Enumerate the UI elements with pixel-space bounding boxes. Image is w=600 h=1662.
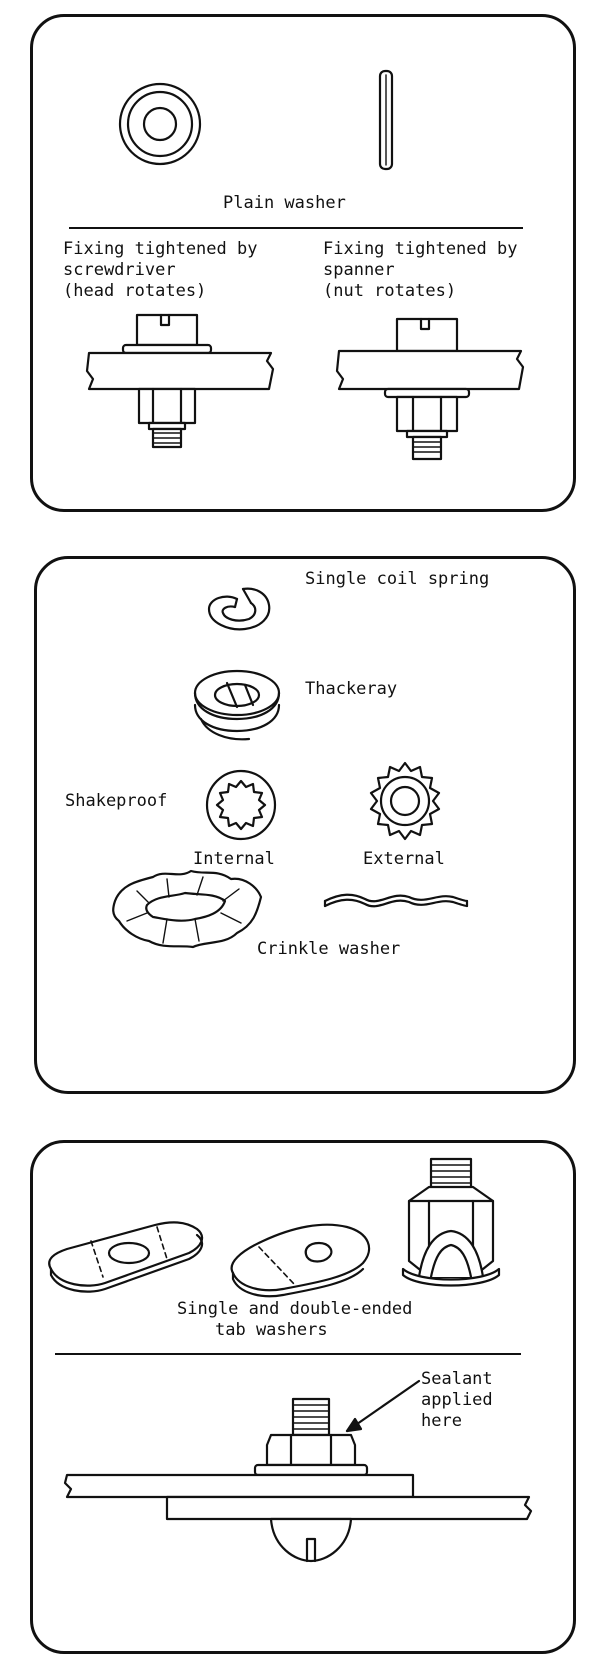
crinkle-washer-face-illustration bbox=[112, 869, 263, 949]
tab-washers-caption-line1: Single and double-ended bbox=[177, 1299, 413, 1319]
spanner-caption-line1: Fixing tightened by bbox=[323, 239, 518, 259]
sealant-label-line2: applied bbox=[421, 1390, 493, 1410]
screwdriver-caption-line3: (head rotates) bbox=[63, 281, 207, 301]
tab-washers-caption-line2: tab washers bbox=[215, 1320, 328, 1340]
tab-washer-with-nut-illustration bbox=[401, 1157, 501, 1287]
spanner-fixing-illustration bbox=[335, 317, 525, 461]
thackeray-washer-illustration bbox=[193, 669, 281, 741]
tab-washer-panel: Single and double-ended tab washers Seal… bbox=[30, 1140, 576, 1654]
single-coil-label: Single coil spring bbox=[305, 569, 490, 589]
panel1-divider bbox=[69, 227, 523, 229]
sealant-label-line1: Sealant bbox=[421, 1369, 493, 1389]
shakeproof-label: Shakeproof bbox=[65, 791, 168, 811]
plain-washer-panel: Plain washer Fixing tightened by screwdr… bbox=[30, 14, 576, 512]
double-ended-tab-washer-illustration bbox=[48, 1221, 204, 1293]
plain-washer-front-illustration bbox=[118, 82, 202, 166]
crinkle-washer-edge-illustration bbox=[323, 893, 469, 908]
spanner-caption-line2: spanner bbox=[323, 260, 395, 280]
screwdriver-caption-line1: Fixing tightened by bbox=[63, 239, 258, 259]
plain-washer-edge-illustration bbox=[378, 69, 394, 171]
plain-washer-label: Plain washer bbox=[223, 193, 346, 213]
external-label: External bbox=[363, 849, 445, 869]
external-shakeproof-illustration bbox=[369, 761, 441, 841]
spring-washer-panel: Single coil spring Thackeray Shakeproof … bbox=[34, 556, 576, 1094]
spanner-caption-line3: (nut rotates) bbox=[323, 281, 457, 301]
single-ended-tab-washer-illustration bbox=[230, 1223, 371, 1298]
sealant-label-line3: here bbox=[421, 1411, 462, 1431]
internal-label: Internal bbox=[193, 849, 275, 869]
screwdriver-caption-line2: screwdriver bbox=[63, 260, 176, 280]
thackeray-label: Thackeray bbox=[305, 679, 398, 699]
internal-shakeproof-illustration bbox=[205, 769, 277, 841]
panel3-divider bbox=[55, 1353, 521, 1355]
screwdriver-fixing-illustration bbox=[85, 313, 275, 449]
sealed-fixing-illustration bbox=[63, 1379, 533, 1563]
crinkle-label: Crinkle washer bbox=[257, 939, 401, 959]
single-coil-spring-illustration bbox=[207, 587, 271, 631]
